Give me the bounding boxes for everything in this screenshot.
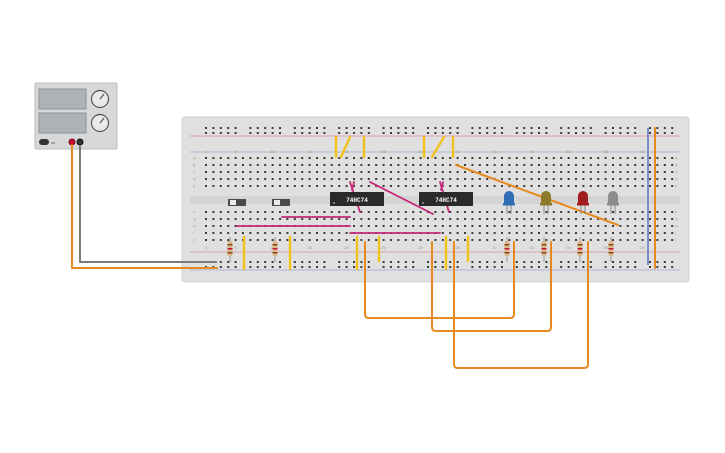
breadboard-holes bbox=[205, 127, 674, 268]
led-red[interactable] bbox=[577, 191, 589, 214]
led-white[interactable] bbox=[607, 191, 619, 214]
column-label: 15 bbox=[307, 245, 312, 250]
row-label: J bbox=[193, 238, 195, 243]
column-label: 60 bbox=[640, 245, 645, 250]
column-label: 40 bbox=[492, 245, 497, 250]
row-label: A bbox=[675, 156, 678, 161]
row-label: B bbox=[675, 163, 678, 168]
resistor[interactable] bbox=[541, 237, 547, 262]
current-display bbox=[38, 112, 87, 134]
row-label: B bbox=[193, 163, 196, 168]
column-label: 55 bbox=[603, 149, 608, 154]
magenta-wires[interactable] bbox=[236, 181, 450, 234]
resistor[interactable] bbox=[504, 237, 510, 262]
orange-wires[interactable] bbox=[71, 127, 656, 369]
column-label: 35 bbox=[455, 245, 460, 250]
chip-1-label: 74HC74 bbox=[346, 197, 368, 204]
column-labels: 1155101015152020252530303535404045455050… bbox=[193, 149, 678, 250]
row-label: J bbox=[675, 238, 677, 243]
slide-switch-1[interactable] bbox=[228, 199, 246, 206]
row-label: D bbox=[675, 177, 678, 182]
power-supply[interactable]: on bbox=[34, 82, 118, 150]
resistor[interactable] bbox=[227, 237, 233, 262]
resistor[interactable] bbox=[577, 237, 583, 262]
column-label: 1 bbox=[205, 149, 208, 154]
column-label: 50 bbox=[566, 245, 571, 250]
column-label: 25 bbox=[381, 149, 386, 154]
row-label: F bbox=[193, 210, 196, 215]
column-label: 30 bbox=[418, 149, 423, 154]
resistor[interactable] bbox=[272, 237, 278, 262]
ic-chip-2[interactable]: 74HC74 bbox=[419, 192, 473, 206]
led-blue[interactable] bbox=[503, 191, 515, 214]
column-label: 45 bbox=[529, 245, 534, 250]
led-group[interactable] bbox=[503, 191, 619, 214]
column-label: 50 bbox=[566, 149, 571, 154]
voltage-display bbox=[38, 88, 87, 110]
column-label: 40 bbox=[492, 149, 497, 154]
row-label: G bbox=[193, 217, 196, 222]
column-label: 5 bbox=[234, 245, 237, 250]
row-label: C bbox=[193, 170, 196, 175]
row-label: C bbox=[675, 170, 678, 175]
row-label: A bbox=[193, 156, 196, 161]
row-label: I bbox=[193, 231, 194, 236]
row-label: H bbox=[675, 224, 678, 229]
row-label: G bbox=[675, 217, 678, 222]
row-label: D bbox=[193, 177, 196, 182]
row-label: H bbox=[193, 224, 196, 229]
resistor[interactable] bbox=[608, 237, 614, 262]
column-label: 20 bbox=[344, 149, 349, 154]
column-label: 5 bbox=[234, 149, 237, 154]
column-label: 20 bbox=[344, 245, 349, 250]
column-label: 25 bbox=[381, 245, 386, 250]
slide-switch-2[interactable] bbox=[272, 199, 290, 206]
row-label: E bbox=[675, 184, 678, 189]
column-label: 45 bbox=[529, 149, 534, 154]
row-label: I bbox=[675, 231, 676, 236]
gray-wire[interactable] bbox=[79, 145, 217, 263]
column-label: 60 bbox=[640, 149, 645, 154]
column-label: 15 bbox=[307, 149, 312, 154]
column-label: 30 bbox=[418, 245, 423, 250]
column-label: 10 bbox=[270, 149, 275, 154]
chip-2-label: 74HC74 bbox=[435, 197, 457, 204]
row-label: F bbox=[675, 210, 678, 215]
negative-terminal-icon[interactable] bbox=[76, 138, 84, 146]
column-label: 1 bbox=[205, 245, 208, 250]
resistor-group[interactable] bbox=[227, 237, 614, 262]
yellow-wires[interactable] bbox=[242, 135, 470, 271]
power-button-label: on bbox=[51, 141, 55, 145]
led-yellow[interactable] bbox=[540, 191, 552, 214]
power-button[interactable] bbox=[39, 139, 49, 145]
row-label: E bbox=[193, 184, 196, 189]
column-label: 55 bbox=[603, 245, 608, 250]
ic-chip-1[interactable]: 74HC74 bbox=[330, 192, 384, 206]
column-label: 35 bbox=[455, 149, 460, 154]
